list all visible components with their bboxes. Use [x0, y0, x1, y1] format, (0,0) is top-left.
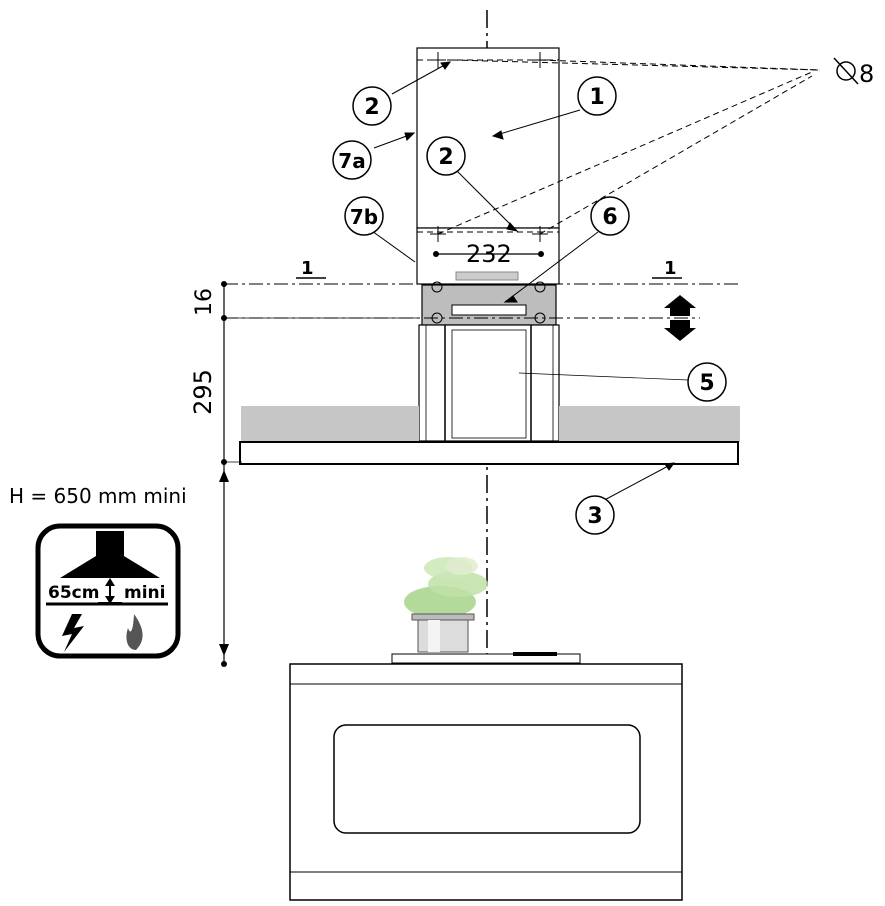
section-mark-right: 1: [664, 258, 677, 279]
min-distance-pictogram: 65cm mini: [35, 523, 181, 659]
callout-2-lower: 2: [426, 136, 466, 176]
callout-5: 5: [687, 362, 727, 402]
callout-6: 6: [590, 196, 630, 236]
dim-dot: [433, 251, 439, 257]
svg-text:7b: 7b: [350, 205, 378, 229]
oven-door: [333, 724, 641, 834]
callout-7b: 7b: [344, 196, 384, 236]
svg-text:2: 2: [364, 95, 379, 120]
dim-dot: [221, 661, 227, 667]
upper-screw-left: [430, 52, 446, 68]
canopy-plate: [239, 441, 739, 465]
svg-text:6: 6: [602, 205, 617, 230]
hood-icon: [60, 531, 160, 578]
screw-diameter-label: 8: [833, 57, 874, 88]
pictogram-distance: 65cm: [48, 583, 99, 603]
dim-dot: [221, 281, 227, 287]
cooktop: [391, 653, 581, 664]
steam-icon: [404, 557, 488, 618]
top-plate: [455, 271, 519, 281]
bracket-slot: [451, 304, 527, 316]
height-dimension: 295: [189, 369, 217, 415]
bracket-screw: [534, 281, 546, 293]
leader-lines: [371, 59, 821, 505]
arrow-down: [219, 644, 229, 656]
dim-dot: [538, 251, 544, 257]
top-offset-dimension: 16: [192, 288, 217, 316]
svg-text:1: 1: [589, 85, 604, 110]
section-mark-left: 1: [301, 258, 314, 279]
svg-text:3: 3: [587, 504, 602, 529]
callout-3: 3: [575, 495, 615, 535]
svg-text:7a: 7a: [338, 149, 365, 173]
pot-icon: [411, 613, 475, 653]
electric-icon: [62, 614, 84, 652]
adjust-arrows-icon: [664, 295, 696, 341]
svg-text:5: 5: [699, 371, 714, 396]
callout-1: 1: [577, 76, 617, 116]
pictogram-min: mini: [124, 583, 165, 603]
cooktop-knob: [513, 652, 557, 656]
width-dimension: 232: [466, 240, 512, 268]
arrow-up: [219, 470, 229, 482]
gas-flame-icon: [126, 614, 143, 650]
callout-7a: 7a: [332, 140, 372, 180]
svg-text:2: 2: [438, 145, 453, 170]
canopy-left-wing: [241, 406, 419, 442]
callout-2-upper: 2: [352, 86, 392, 126]
canopy-right-wing: [559, 406, 740, 442]
screw-diameter-value: 8: [859, 60, 874, 88]
min-height-note: H = 650 mm mini: [9, 484, 187, 508]
bracket-screw: [431, 281, 443, 293]
dim-dot: [221, 315, 227, 321]
duct: [451, 329, 527, 439]
